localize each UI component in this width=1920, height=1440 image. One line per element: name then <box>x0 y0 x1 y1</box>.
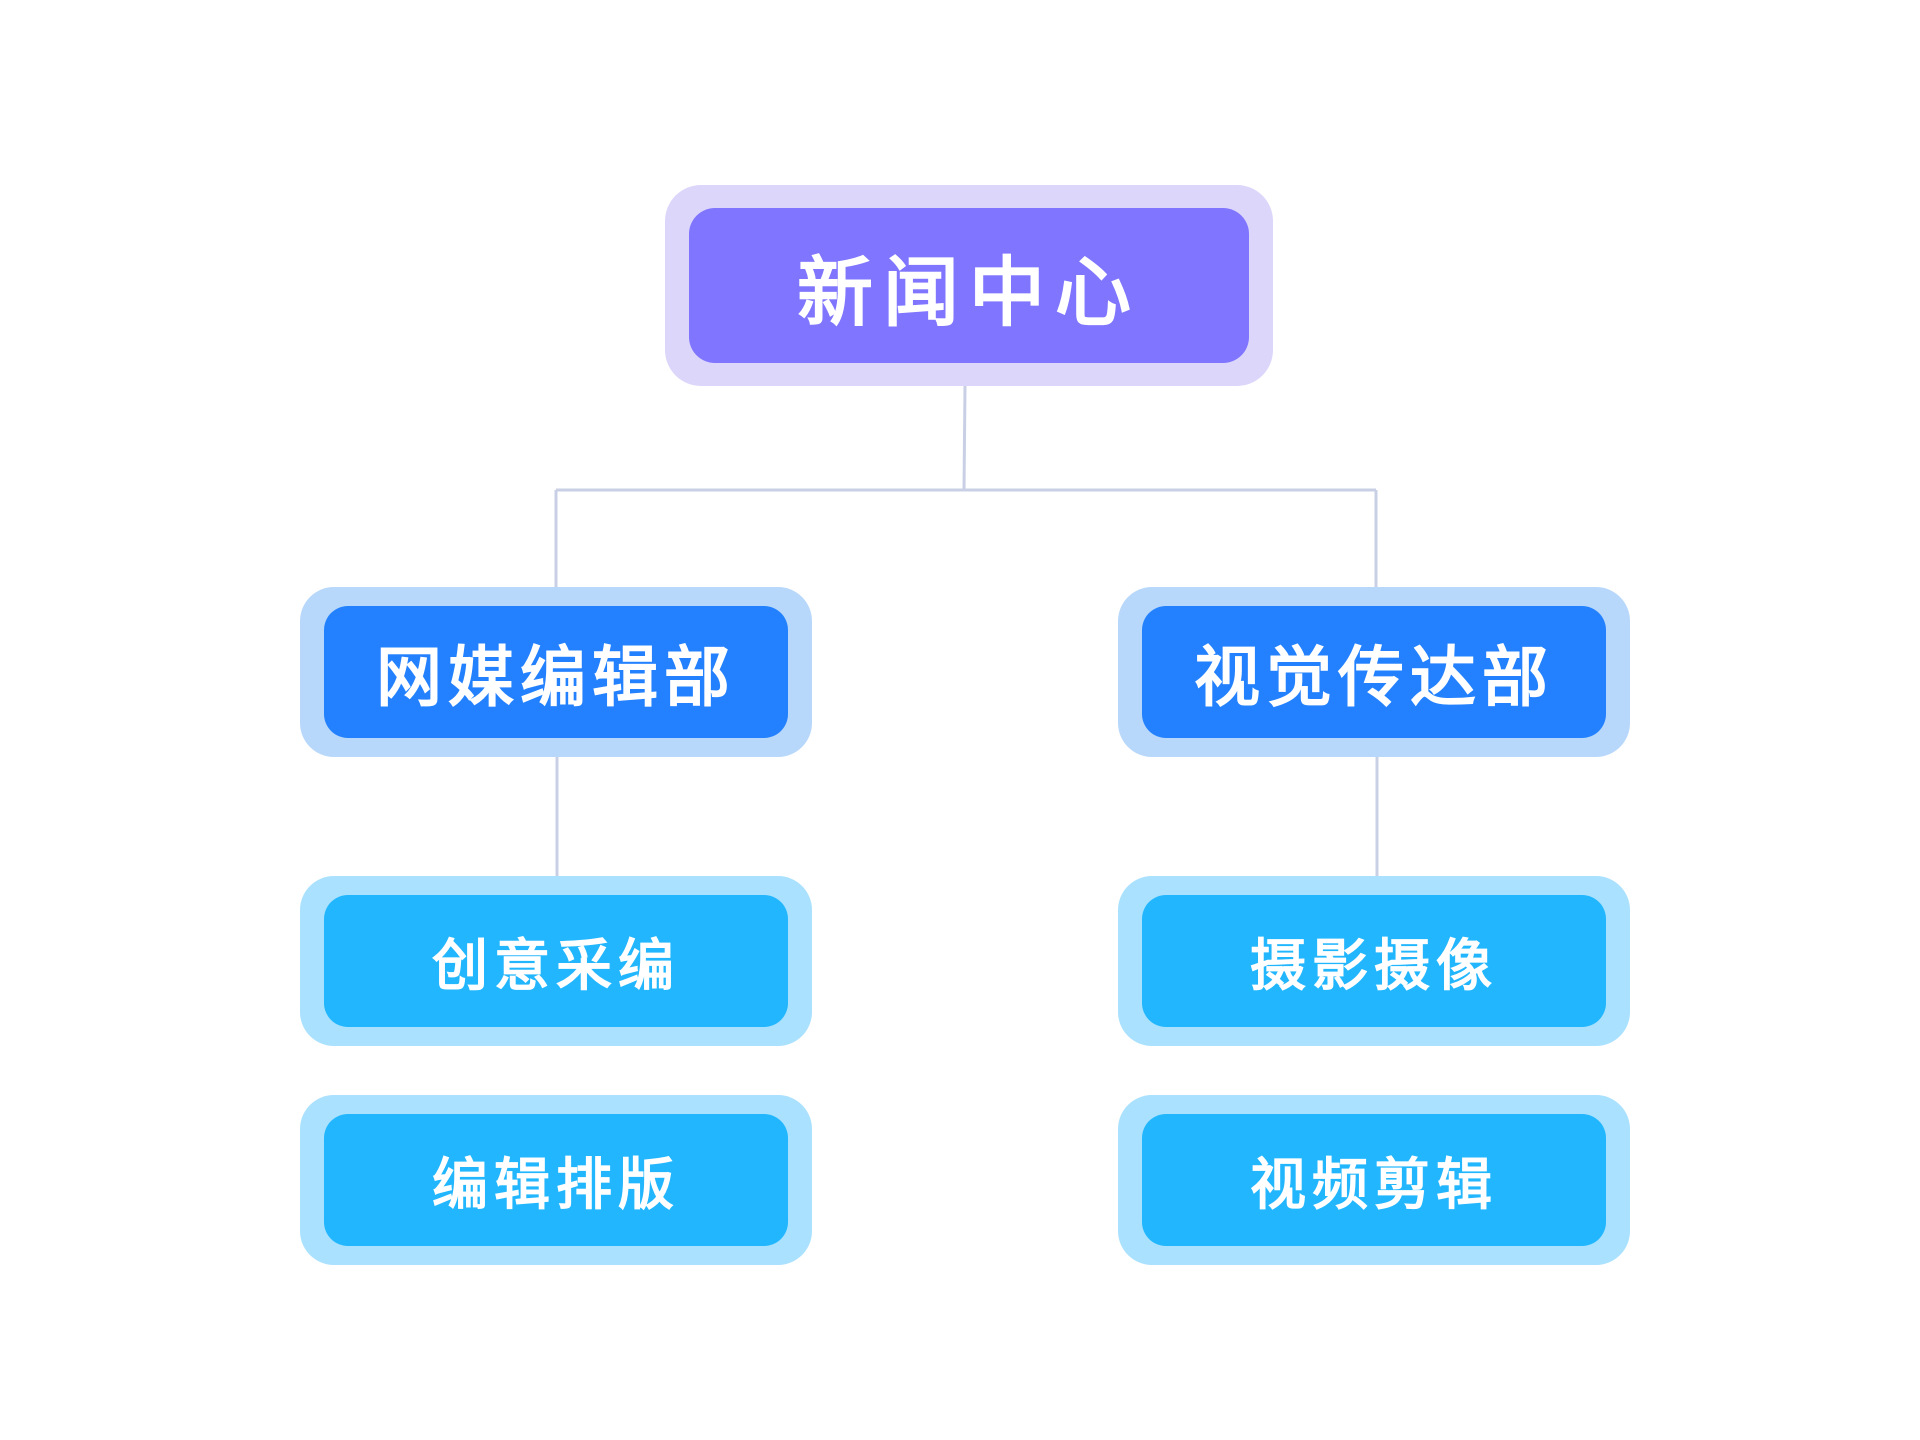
department-label: 网媒编辑部 <box>324 606 788 738</box>
unit-label: 视频剪辑 <box>1142 1114 1606 1246</box>
department-node-web-media-editing: 网媒编辑部 <box>300 587 812 757</box>
unit-label: 编辑排版 <box>324 1114 788 1246</box>
department-node-visual-communication: 视觉传达部 <box>1118 587 1630 757</box>
root-node-label: 新闻中心 <box>689 208 1249 363</box>
unit-label: 创意采编 <box>324 895 788 1027</box>
unit-node-editing-layout: 编辑排版 <box>300 1095 812 1265</box>
unit-node-creative-reporting: 创意采编 <box>300 876 812 1046</box>
unit-node-video-editing: 视频剪辑 <box>1118 1095 1630 1265</box>
department-label: 视觉传达部 <box>1142 606 1606 738</box>
unit-label: 摄影摄像 <box>1142 895 1606 1027</box>
root-node-news-center: 新闻中心 <box>665 185 1273 386</box>
unit-node-photography-video: 摄影摄像 <box>1118 876 1630 1046</box>
connector-root-stem <box>962 385 967 491</box>
